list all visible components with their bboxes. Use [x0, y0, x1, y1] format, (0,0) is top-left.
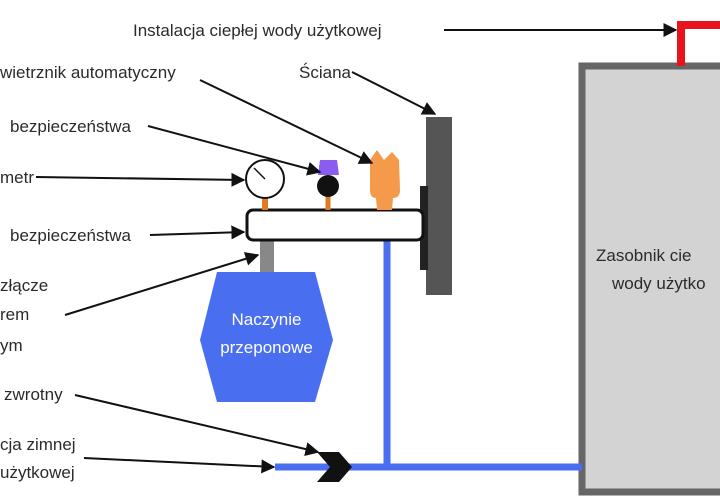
label-cold-water-line1: cja zimnej [0, 435, 76, 454]
vessel-connector [260, 240, 274, 272]
callout-wall [351, 71, 437, 115]
label-expansion-vessel-line2: przeponowe [220, 338, 313, 357]
check-valve [317, 452, 352, 482]
label-check-valve: zwrotny [4, 385, 63, 404]
label-expansion-vessel-line1: Naczynie [231, 310, 302, 329]
callout-safety-valve [147, 125, 322, 176]
manometer-needle [253, 167, 266, 180]
wall [426, 117, 452, 295]
label-auto-air-vent: wietrznik automatyczny [0, 63, 176, 82]
label-safety-valve: bezpieczeństwa [10, 117, 131, 136]
storage-tank [578, 62, 720, 496]
label-connector-line2: rem [0, 305, 30, 324]
expansion-vessel [200, 272, 333, 402]
callout-check-valve [74, 394, 320, 456]
label-connector-line1: złącze [0, 276, 49, 295]
callout-safety-group [149, 225, 246, 240]
air-vent-body [370, 150, 400, 210]
safety-group-manifold [245, 208, 425, 242]
label-tank-line2: wody użytko [612, 274, 706, 293]
label-safety-group: bezpieczeństwa [10, 226, 131, 245]
callout-connector [64, 252, 260, 316]
safety-valve-body [317, 175, 339, 197]
label-tank-line1: Zasobnik cie [596, 246, 692, 265]
label-cold-water-line2: użytkowej [0, 463, 75, 482]
label-hot-water-installation: Instalacja ciepłej wody użytkowej [133, 21, 382, 40]
safety-valve-cap [318, 160, 339, 175]
label-manometer: metr [0, 168, 34, 187]
callout-cold-water [83, 457, 276, 474]
callout-air-vent [199, 79, 374, 164]
label-wall: Ściana [299, 63, 351, 82]
hot-water-pipe [677, 21, 720, 66]
callout-manometer [35, 172, 246, 187]
label-connector-line3: ym [0, 336, 23, 355]
